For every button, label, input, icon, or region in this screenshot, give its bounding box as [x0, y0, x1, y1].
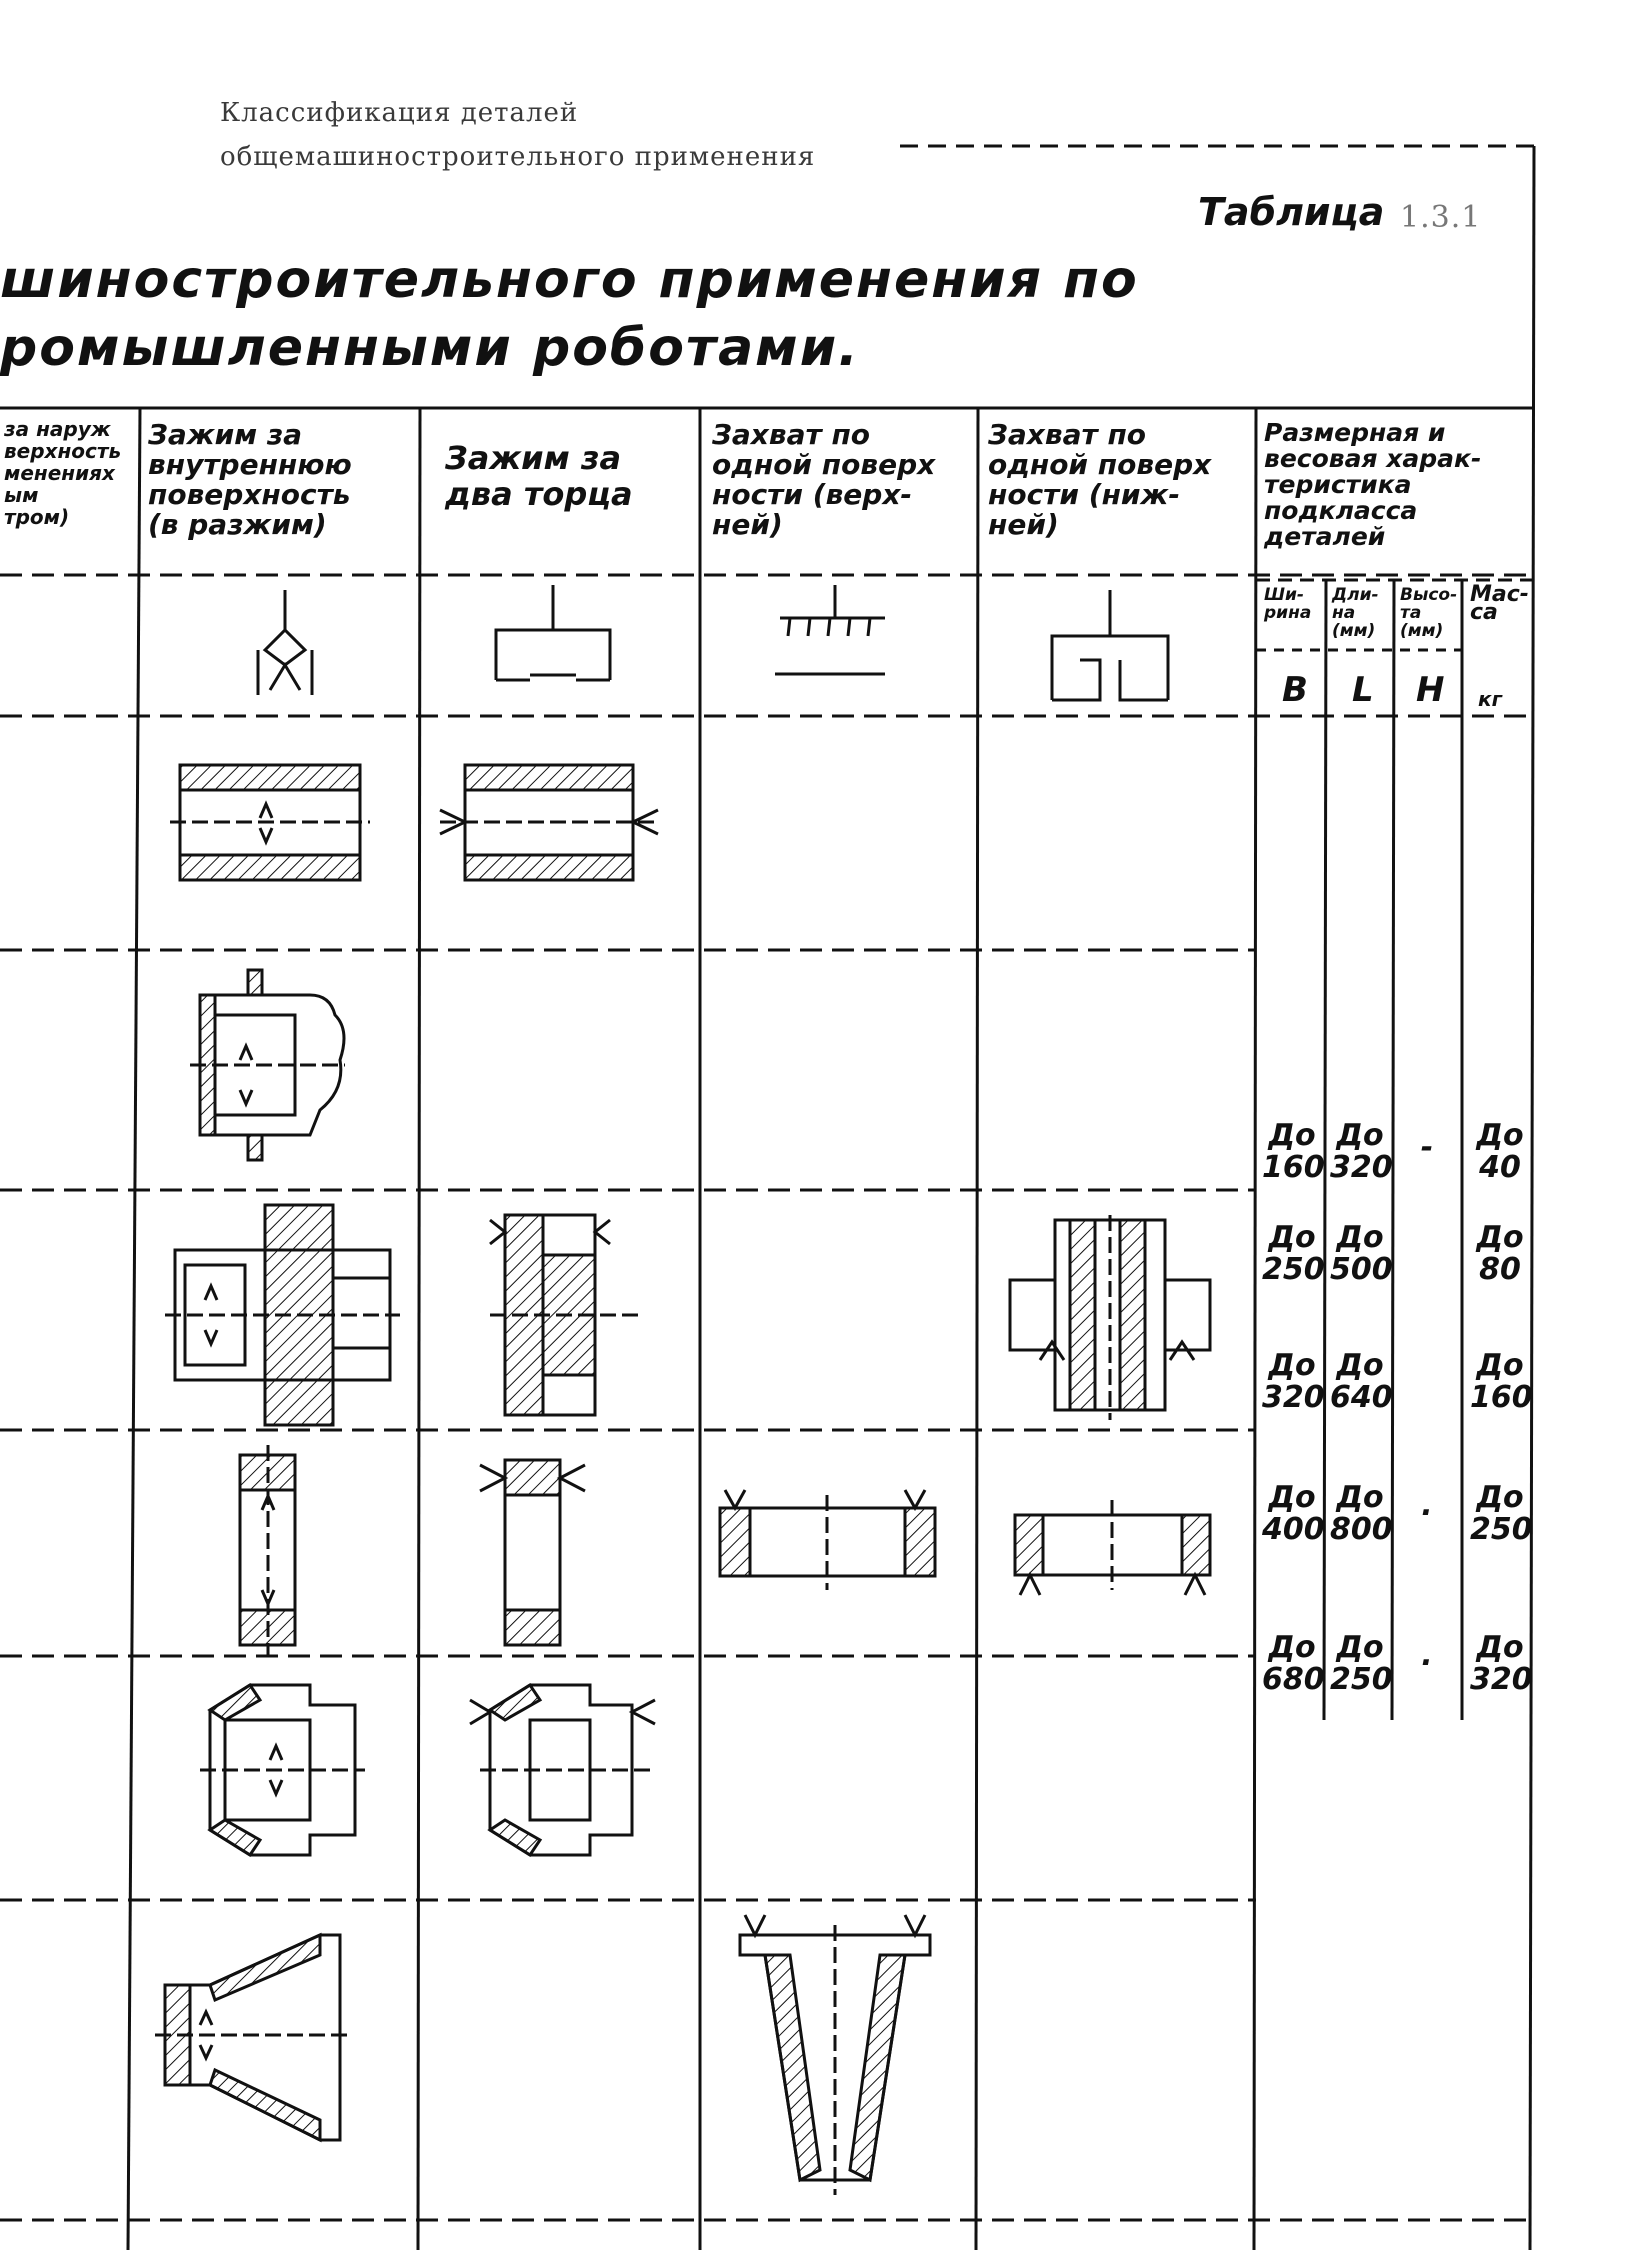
symbol-l: L	[1352, 670, 1374, 710]
value-mass-1: До 40	[1476, 1118, 1524, 1185]
value-mass-2: До 80	[1476, 1220, 1524, 1287]
cup-internal-sketch	[200, 1682, 365, 1858]
symbol-h: Н	[1416, 670, 1445, 710]
header-line-1: Классификация деталей	[220, 98, 579, 128]
subcol-length: Дли-на(мм)	[1332, 585, 1379, 641]
subcol-divider-2	[1390, 579, 1396, 1721]
table-label: Таблица	[1198, 190, 1385, 234]
subcol-divider-1	[1322, 579, 1328, 1721]
value-width-4: До 400	[1262, 1480, 1325, 1547]
cup-two-ends-sketch	[469, 1682, 656, 1858]
value-mass-5: До 320	[1470, 1630, 1533, 1697]
cone-top-sketch	[738, 1914, 932, 2195]
value-length-4: До 800	[1330, 1480, 1393, 1547]
value-length-5: До 250	[1330, 1630, 1393, 1697]
value-mass-4: До 250	[1470, 1480, 1533, 1547]
two-end-grip-symbol	[494, 585, 612, 682]
value-height-4: .	[1421, 1488, 1433, 1523]
value-width-5: До 680	[1262, 1630, 1325, 1697]
value-mass-3: До 160	[1470, 1348, 1533, 1415]
bottom-surface-grip-symbol	[1050, 590, 1170, 702]
gear-two-ends-sketch	[489, 1213, 640, 1417]
right-border	[1528, 145, 1536, 2251]
shaft-internal-sketch	[165, 1203, 400, 1427]
column-divider-5	[1252, 407, 1258, 2251]
value-length-1: До 320	[1330, 1118, 1393, 1185]
column-divider-2	[416, 407, 422, 2251]
subcol-mass: Мас-са	[1470, 582, 1529, 625]
column-divider-1	[126, 407, 142, 2251]
subcol-height: Высо-та(мм)	[1400, 585, 1458, 641]
shaft-bottom-sketch	[1008, 1215, 1212, 1420]
column-divider-4	[974, 407, 980, 2251]
value-height-1: -	[1420, 1130, 1434, 1165]
value-height-5: .	[1421, 1638, 1433, 1673]
top-surface-grip-symbol	[775, 585, 885, 676]
value-width-2: До 250	[1262, 1220, 1325, 1287]
mass-unit: кг	[1478, 687, 1503, 711]
sleeve-internal-sketch	[170, 763, 370, 882]
sleeve-two-ends-sketch	[439, 763, 659, 882]
value-width-3: До 320	[1262, 1348, 1325, 1415]
header-line-2: общемашиностроительного применения	[220, 142, 816, 172]
ring-top-sketch	[718, 1489, 937, 1590]
value-width-1: До 160	[1262, 1118, 1325, 1185]
title-line-2: ромышленными роботами.	[0, 318, 860, 378]
ring-two-ends-sketch	[479, 1458, 586, 1647]
value-length-3: До 640	[1330, 1348, 1393, 1415]
internal-grip-symbol	[256, 590, 314, 695]
housing-internal-sketch	[190, 968, 346, 1162]
ring-internal-sketch	[238, 1445, 297, 1655]
table-number: 1.3.1	[1400, 200, 1482, 235]
value-length-2: До 500	[1330, 1220, 1393, 1287]
symbol-b: В	[1282, 670, 1308, 710]
ring-bottom-sketch	[1013, 1500, 1212, 1596]
subcol-width: Ши-рина	[1264, 585, 1312, 623]
title-line-1: шиностроительного применения по	[0, 250, 1139, 310]
cone-internal-sketch	[155, 1932, 350, 2143]
